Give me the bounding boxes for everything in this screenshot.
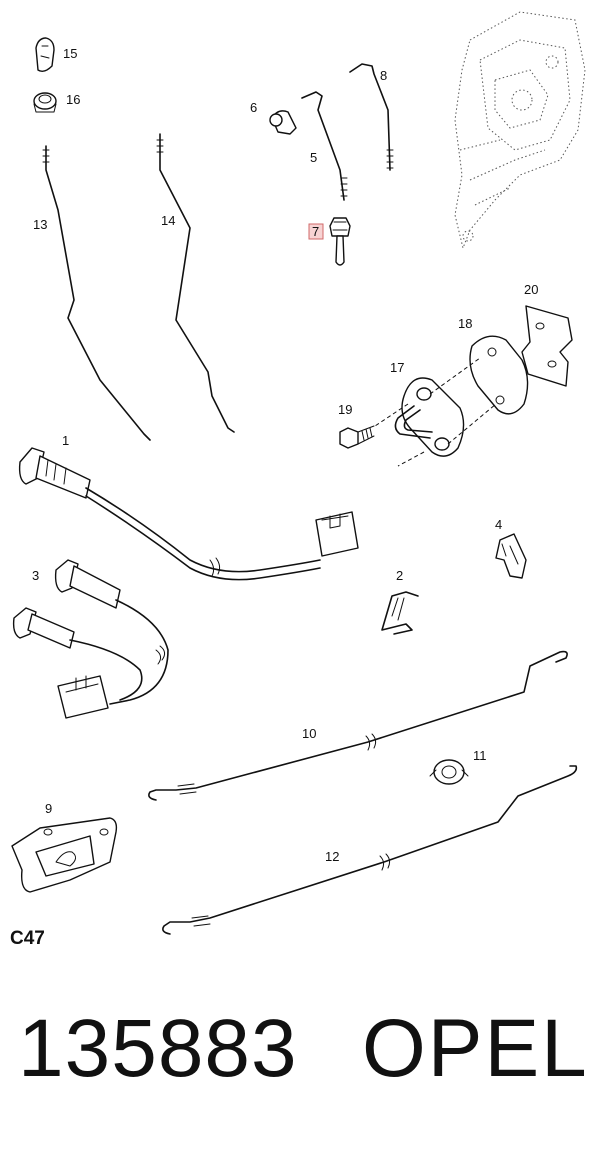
part-11-grommet (429, 759, 469, 785)
callout-12: 12 (325, 849, 339, 864)
part-20-shim-plate (521, 305, 573, 387)
callout-11: 11 (473, 748, 487, 763)
callout-17: 17 (390, 360, 404, 375)
callout-7: 7 (312, 224, 319, 239)
part-6-knob (269, 110, 297, 135)
callout-6: 6 (250, 100, 257, 115)
part-16-grommet (33, 92, 57, 113)
callout-19: 19 (338, 402, 352, 417)
part-14-rod (156, 133, 235, 433)
part-13-rod (42, 145, 151, 441)
callout-13: 13 (33, 217, 47, 232)
callout-1: 1 (62, 433, 69, 448)
callout-5: 5 (310, 150, 317, 165)
brand-name: OPEL (362, 1003, 589, 1094)
part-1-wiring-harness (18, 447, 359, 581)
part-10-rod (148, 650, 568, 801)
callout-9: 9 (45, 801, 52, 816)
part-17-striker (374, 357, 497, 467)
part-7-lock-pin (329, 217, 351, 266)
part-number: 135883 (18, 1003, 298, 1094)
part-18-gasket (469, 335, 529, 415)
door-lock-assembly (454, 11, 586, 250)
callout-16: 16 (66, 92, 80, 107)
part-12-rod (162, 765, 578, 935)
callout-18: 18 (458, 316, 472, 331)
callout-15: 15 (63, 46, 77, 61)
callout-3: 3 (32, 568, 39, 583)
part-5-rod (301, 91, 348, 201)
callout-14: 14 (161, 213, 175, 228)
part-15-clip (35, 37, 55, 73)
callout-10: 10 (302, 726, 316, 741)
part-19-screw (339, 425, 375, 449)
part-4-clip (495, 533, 527, 579)
part-8-rod (349, 63, 394, 171)
callout-8: 8 (380, 68, 387, 83)
part-9-handle-bracket (11, 817, 118, 893)
part-2-spring-clip (381, 591, 419, 635)
callout-7-highlight (308, 223, 324, 240)
callout-4: 4 (495, 517, 502, 532)
diagram-code-label: C47 (10, 928, 45, 949)
callout-20: 20 (524, 282, 538, 297)
callout-2: 2 (396, 568, 403, 583)
part-3-wiring-harness (12, 559, 169, 719)
